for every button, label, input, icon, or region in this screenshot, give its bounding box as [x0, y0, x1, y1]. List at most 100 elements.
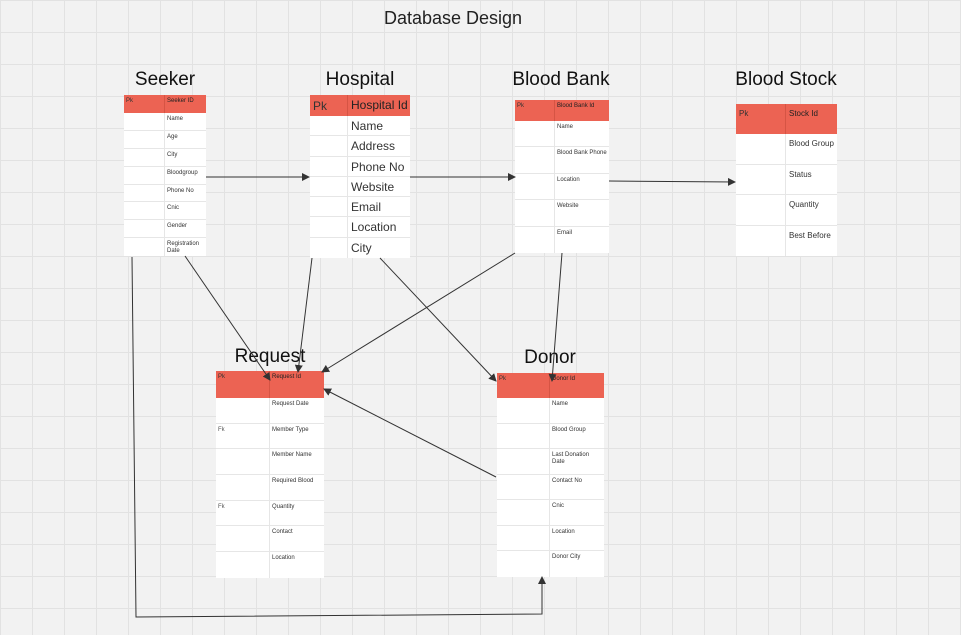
request-field-key[interactable] [216, 526, 270, 552]
request-field-row[interactable]: Contact [216, 526, 324, 553]
donor-field-name[interactable]: Name [552, 401, 569, 407]
hospital-field-name[interactable]: Email [351, 200, 382, 215]
seeker-field-row[interactable]: Phone No [124, 184, 206, 203]
seeker-field-key[interactable] [124, 238, 165, 257]
blood-bank-id-field[interactable]: Blood Bank Id [557, 103, 595, 109]
connector-hospital-donor[interactable] [379, 257, 497, 382]
hospital-field-row[interactable]: Location [310, 217, 410, 238]
seeker-field-name[interactable]: Cnic [167, 205, 180, 212]
request-field-key[interactable]: Fk [216, 500, 270, 526]
request-field-row[interactable]: Required Blood [216, 475, 324, 501]
seeker-field-key[interactable] [124, 148, 165, 166]
donor-field-name[interactable]: Donor City [552, 554, 581, 560]
seeker-field-name[interactable]: Age [167, 133, 178, 140]
connector-hospital-request[interactable] [294, 257, 313, 373]
donor-field-row[interactable]: Name [497, 398, 604, 424]
hospital-field-name[interactable]: Website [351, 179, 395, 194]
seeker-field-key[interactable] [124, 113, 165, 130]
donor-field-key[interactable] [497, 398, 550, 423]
request-field-name[interactable]: Required Blood [272, 478, 314, 485]
hospital-field-name[interactable]: Name [351, 119, 384, 133]
blood-stock-field-name[interactable]: Best Before [789, 230, 831, 240]
seeker-field-key[interactable] [124, 220, 165, 238]
donor-field-name[interactable]: Contact No [552, 477, 583, 484]
connector-blood-bank-request[interactable] [321, 252, 516, 373]
request-field-name[interactable]: Member Name [272, 452, 312, 459]
blood-stock-field-key[interactable] [736, 195, 786, 225]
donor-field-name[interactable]: Cnic [552, 503, 565, 509]
seeker-field-key[interactable] [124, 130, 165, 148]
request-field-key[interactable] [216, 449, 270, 475]
donor-field-key[interactable] [497, 449, 550, 474]
donor-field-key[interactable] [497, 474, 550, 499]
donor-field-row[interactable]: Blood Group [497, 423, 604, 449]
request-field-key[interactable] [216, 552, 270, 578]
request-field-name[interactable]: Contact [272, 529, 293, 536]
blood-stock-field-name[interactable]: Status [789, 169, 812, 179]
blood-bank-field-key[interactable] [515, 173, 555, 200]
seeker-field-name[interactable]: Phone No [167, 187, 194, 194]
request-field-name[interactable]: Member Type [272, 426, 309, 433]
blood-bank-field-key[interactable] [515, 200, 555, 226]
blood-bank-field-name[interactable]: Name [557, 124, 574, 130]
hospital-field-name[interactable]: Location [351, 220, 397, 235]
seeker-field-row[interactable]: Bloodgroup [124, 166, 206, 185]
seeker-field-row[interactable]: Gender [124, 220, 206, 239]
blood-stock-field-name[interactable]: Quantity [789, 200, 819, 209]
hospital-field-key[interactable] [310, 156, 348, 176]
seeker-field-name[interactable]: City [167, 151, 178, 158]
donor-title[interactable]: Donor [524, 347, 576, 368]
blood-bank-field-name[interactable]: Website [557, 203, 579, 210]
request-field-key[interactable]: Fk [216, 423, 270, 449]
blood-bank-title[interactable]: Blood Bank [512, 69, 610, 90]
hospital-field-row[interactable]: City [310, 237, 410, 259]
hospital-field-name[interactable]: Address [351, 139, 396, 154]
blood-stock-title[interactable]: Blood Stock [735, 69, 837, 90]
request-field-row[interactable]: Member Name [216, 449, 324, 476]
donor-field-key[interactable] [497, 423, 550, 448]
connector-donor-request[interactable] [323, 388, 497, 478]
hospital-field-row[interactable]: Phone No [310, 156, 410, 177]
hospital-field-key[interactable] [310, 237, 348, 259]
blood-bank-field-name[interactable]: Blood Bank Phone [557, 150, 607, 157]
seeker-field-key[interactable] [124, 202, 165, 220]
blood-stock-field-key[interactable] [736, 134, 786, 164]
seeker-field-key[interactable] [124, 184, 165, 202]
blood-bank-field-row[interactable]: Website [515, 200, 609, 227]
request-field-row[interactable]: Location [216, 552, 324, 578]
blood-stock-field-row[interactable]: Best Before [736, 225, 837, 256]
donor-field-row[interactable]: Cnic [497, 500, 604, 526]
hospital-field-row[interactable]: Email [310, 197, 410, 218]
connector-seeker-request[interactable] [184, 255, 271, 381]
blood-stock-id-field[interactable]: Stock Id [789, 109, 818, 118]
request-pk-label[interactable]: Pk [216, 371, 270, 398]
blood-bank-field-row[interactable]: Email [515, 226, 609, 253]
seeker-field-row[interactable]: Age [124, 130, 206, 149]
seeker-field-name[interactable]: Name [167, 116, 184, 122]
request-field-name[interactable]: Quantity [272, 503, 295, 510]
connector-blood-bank-donor[interactable] [548, 252, 563, 382]
seeker-pk-label[interactable]: Pk [124, 95, 165, 113]
hospital-id-field[interactable]: Hospital Id [351, 98, 408, 112]
hospital-field-key[interactable] [310, 116, 348, 136]
donor-field-name[interactable]: Last Donation Date [552, 452, 590, 465]
seeker-field-row[interactable]: Cnic [124, 202, 206, 221]
request-field-name[interactable]: Request Date [272, 401, 309, 407]
request-field-row[interactable]: Request Date [216, 398, 324, 424]
blood-bank-field-row[interactable]: Location [515, 173, 609, 201]
seeker-field-name[interactable]: Gender [167, 223, 188, 230]
hospital-field-key[interactable] [310, 136, 348, 156]
blood-bank-field-key[interactable] [515, 226, 555, 253]
hospital-field-key[interactable] [310, 197, 348, 217]
blood-stock-field-name[interactable]: Blood Group [789, 139, 834, 148]
blood-bank-field-row[interactable]: Name [515, 121, 609, 148]
blood-bank-field-name[interactable]: Email [557, 229, 573, 236]
